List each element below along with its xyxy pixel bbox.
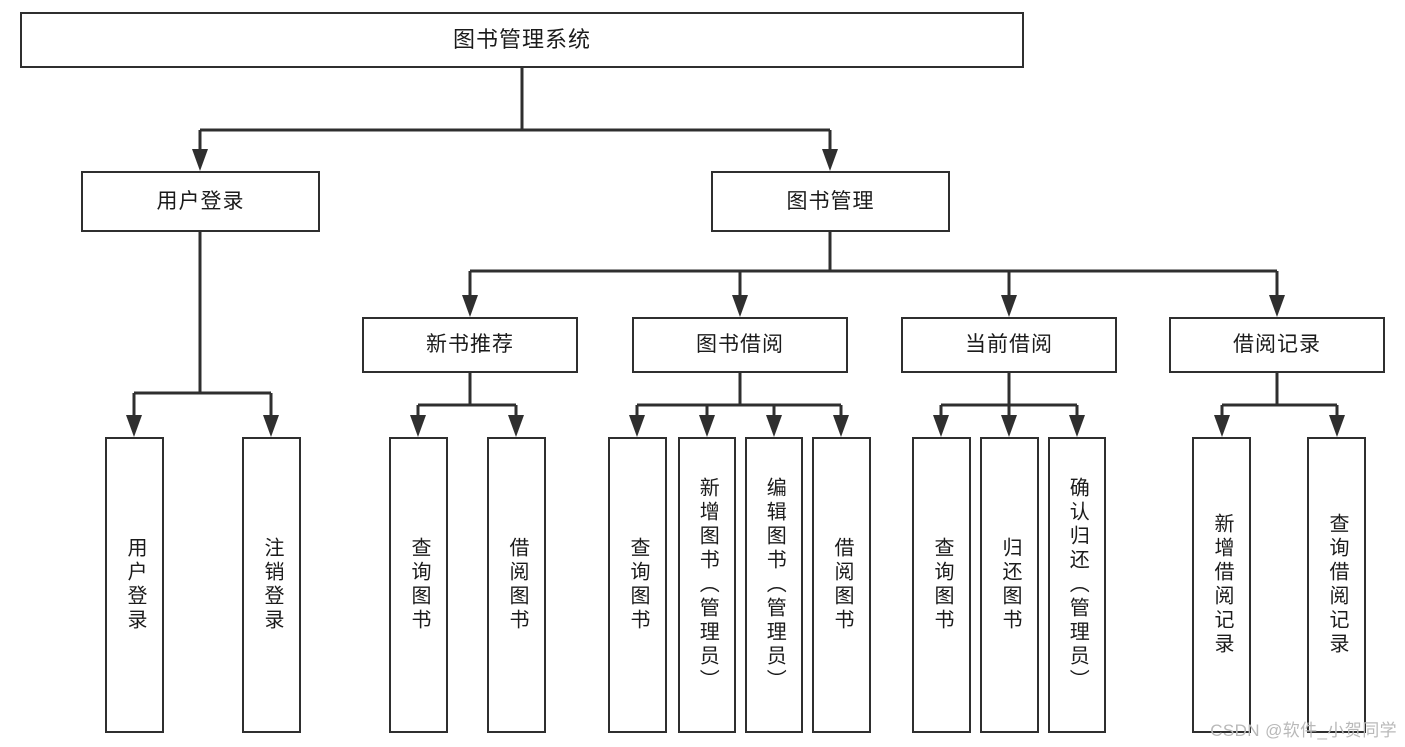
node-leaf-cb-confirm-return-admin[interactable]: 确认归还（管理员）	[1048, 437, 1106, 733]
arrowhead-bb-query	[629, 415, 645, 437]
node-leaf-bb-edit-book-admin[interactable]: 编辑图书（管理员）	[745, 437, 803, 733]
node-label: 借阅记录	[1233, 333, 1321, 357]
arrowhead-borrowrecord	[1269, 295, 1285, 317]
node-label: 图书管理	[786, 189, 875, 213]
arrowhead-bookmgmt	[822, 149, 838, 171]
arrowhead-cb-query	[933, 415, 949, 437]
arrowhead-cb-confirm	[1069, 415, 1085, 437]
node-label: 用户登录	[124, 537, 146, 633]
node-label: 用户登录	[156, 189, 245, 213]
arrowhead-userlogin	[192, 149, 208, 171]
node-leaf-bb-query-book[interactable]: 查询图书	[608, 437, 667, 733]
node-new-book-recommend[interactable]: 新书推荐	[362, 317, 578, 373]
node-leaf-br-query-record[interactable]: 查询借阅记录	[1307, 437, 1366, 733]
node-label: 图书管理系统	[452, 26, 591, 52]
arrowhead-cb-return	[1001, 415, 1017, 437]
arrowhead-bb-add	[699, 415, 715, 437]
arrowhead-bb-borrow	[833, 415, 849, 437]
node-label: 新书推荐	[426, 333, 514, 357]
arrowhead-leaf-logout	[263, 415, 279, 437]
node-label: 查询借阅记录	[1326, 513, 1348, 657]
arrowhead-bb-edit	[766, 415, 782, 437]
node-label: 当前借阅	[965, 333, 1053, 357]
node-leaf-bb-borrow-book[interactable]: 借阅图书	[812, 437, 871, 733]
node-leaf-cb-return-book[interactable]: 归还图书	[980, 437, 1039, 733]
node-label: 借阅图书	[831, 537, 853, 633]
node-label: 查询图书	[931, 537, 953, 633]
arrowhead-br-query	[1329, 415, 1345, 437]
node-label: 查询图书	[627, 537, 649, 633]
node-label: 确认归还（管理员）	[1066, 477, 1089, 693]
node-book-management[interactable]: 图书管理	[711, 171, 950, 232]
node-label: 归还图书	[999, 537, 1021, 633]
arrowhead-nb-query	[410, 415, 426, 437]
arrowhead-bookborrow	[732, 295, 748, 317]
node-label: 新增借阅记录	[1211, 513, 1233, 657]
node-user-login[interactable]: 用户登录	[81, 171, 320, 232]
node-book-borrow[interactable]: 图书借阅	[632, 317, 848, 373]
node-leaf-cb-query-book[interactable]: 查询图书	[912, 437, 971, 733]
node-label: 查询图书	[408, 537, 430, 633]
arrowhead-nb-borrow	[508, 415, 524, 437]
node-label: 注销登录	[261, 537, 283, 633]
node-borrow-record[interactable]: 借阅记录	[1169, 317, 1385, 373]
node-leaf-bb-add-book-admin[interactable]: 新增图书（管理员）	[678, 437, 736, 733]
node-leaf-nb-query-book[interactable]: 查询图书	[389, 437, 448, 733]
node-label: 图书借阅	[696, 333, 784, 357]
arrowhead-br-add	[1214, 415, 1230, 437]
node-leaf-nb-borrow-book[interactable]: 借阅图书	[487, 437, 546, 733]
node-leaf-user-login[interactable]: 用户登录	[105, 437, 164, 733]
node-leaf-logout[interactable]: 注销登录	[242, 437, 301, 733]
arrowhead-currentborrow	[1001, 295, 1017, 317]
node-label: 新增图书（管理员）	[696, 477, 719, 693]
csdn-watermark: CSDN @软件_小贺同学	[1210, 721, 1397, 740]
node-leaf-br-add-record[interactable]: 新增借阅记录	[1192, 437, 1251, 733]
node-current-borrow[interactable]: 当前借阅	[901, 317, 1117, 373]
arrowhead-newbook	[462, 295, 478, 317]
node-label: 编辑图书（管理员）	[763, 477, 786, 693]
node-label: 借阅图书	[506, 537, 528, 633]
node-root-book-management-system[interactable]: 图书管理系统	[20, 12, 1024, 68]
arrowhead-leaf-user-login	[126, 415, 142, 437]
